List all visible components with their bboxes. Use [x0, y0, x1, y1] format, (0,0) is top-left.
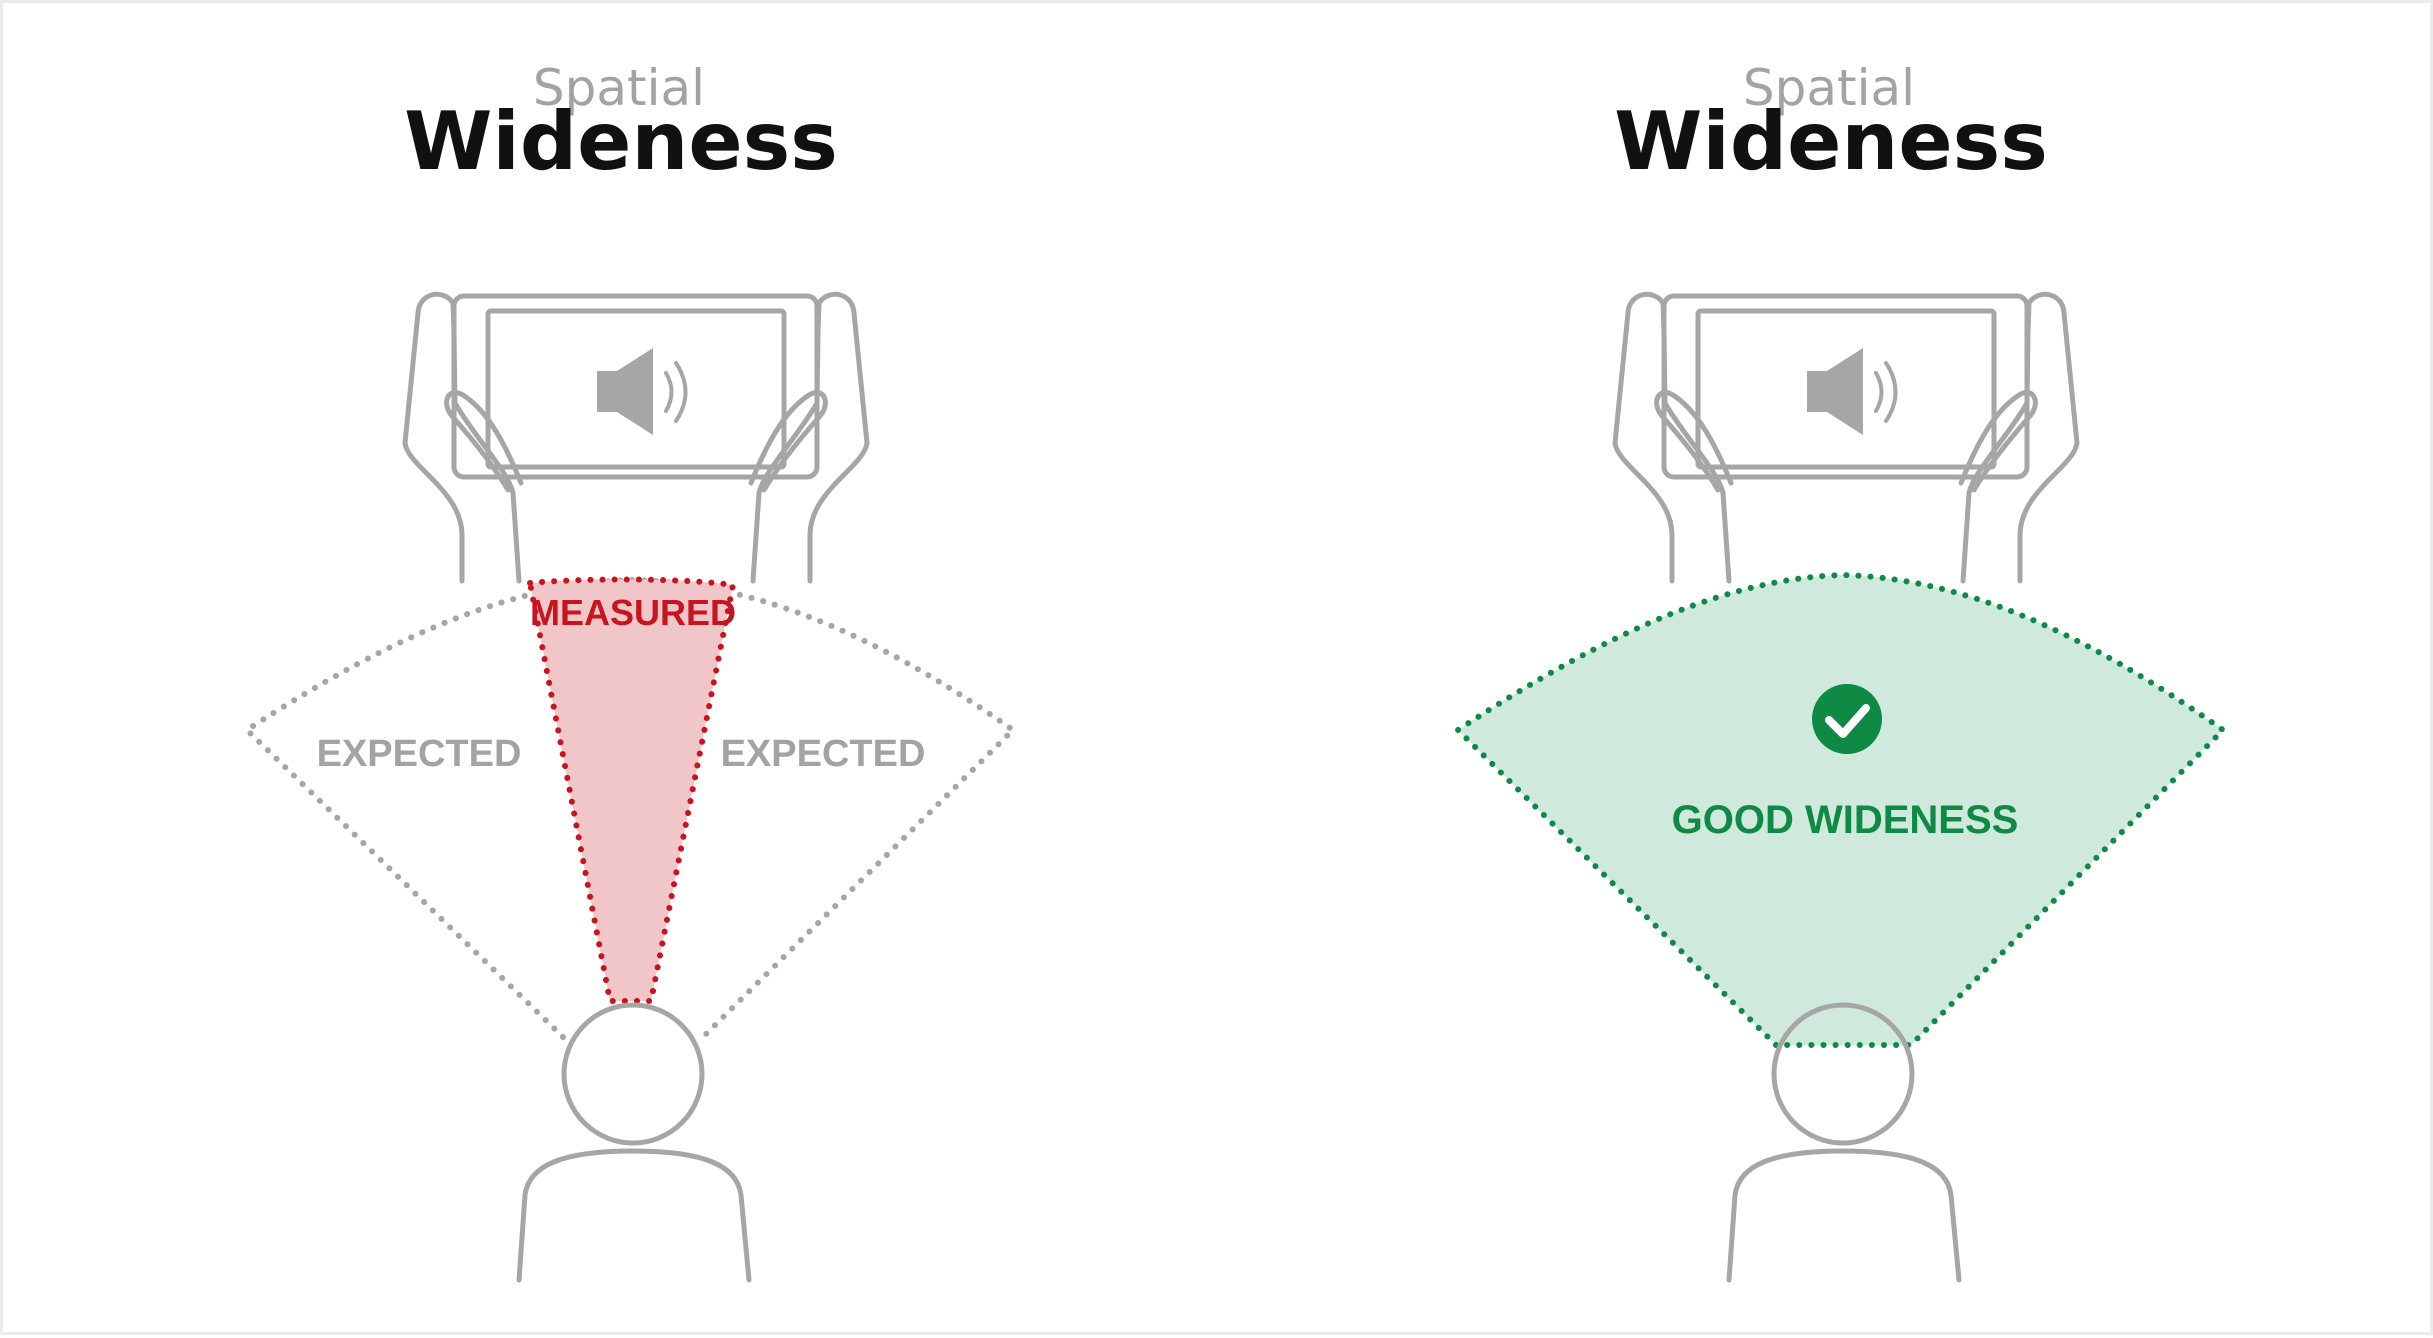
measured-label: MEASURED: [530, 592, 736, 633]
panel-good: Spatial Wideness GOOD WIDENESS: [1453, 59, 2228, 1283]
panel-title-small: Spatial: [1743, 59, 1915, 117]
phone-screen: [485, 308, 787, 470]
listener-body: [1726, 1148, 1962, 1283]
expected-right-label: EXPECTED: [721, 733, 926, 775]
listener-head: [1771, 1002, 1915, 1146]
right-hand-outline: [1960, 291, 2080, 584]
left-hand-outline: [1612, 291, 1732, 584]
right-thumb-outline: [748, 390, 828, 493]
left-hand-outline: [402, 291, 522, 584]
measured-wedge: [526, 576, 737, 1004]
good-wideness-label: GOOD WIDENESS: [1672, 798, 2019, 842]
panel-title-small: Spatial: [533, 59, 705, 117]
speaker-icon: [1807, 348, 1898, 435]
left-thumb-outline: [444, 390, 524, 493]
listener-head: [561, 1002, 705, 1146]
right-hand-outline: [750, 291, 870, 584]
phone-screen: [1695, 308, 1997, 470]
listener-person: [516, 1002, 752, 1283]
speaker-icon: [597, 348, 688, 435]
good-wedge: [1453, 571, 2228, 1048]
expected-left-label: EXPECTED: [317, 733, 522, 775]
listener-body: [516, 1148, 752, 1283]
panel-measured: Spatial Wideness EXPECTED EXPE: [242, 59, 1018, 1283]
listener-person: [1726, 1002, 1962, 1283]
panel-title: Wideness: [404, 95, 838, 188]
hands-holding-phone: [1612, 291, 2080, 584]
right-thumb-outline: [1958, 390, 2038, 493]
checkmark-icon: [1812, 684, 1882, 754]
diagram-svg: Spatial Wideness EXPECTED EXPE: [242, 59, 2228, 1283]
panel-title: Wideness: [1614, 95, 2048, 188]
left-thumb-outline: [1654, 390, 1734, 493]
hands-holding-phone: [402, 291, 870, 584]
